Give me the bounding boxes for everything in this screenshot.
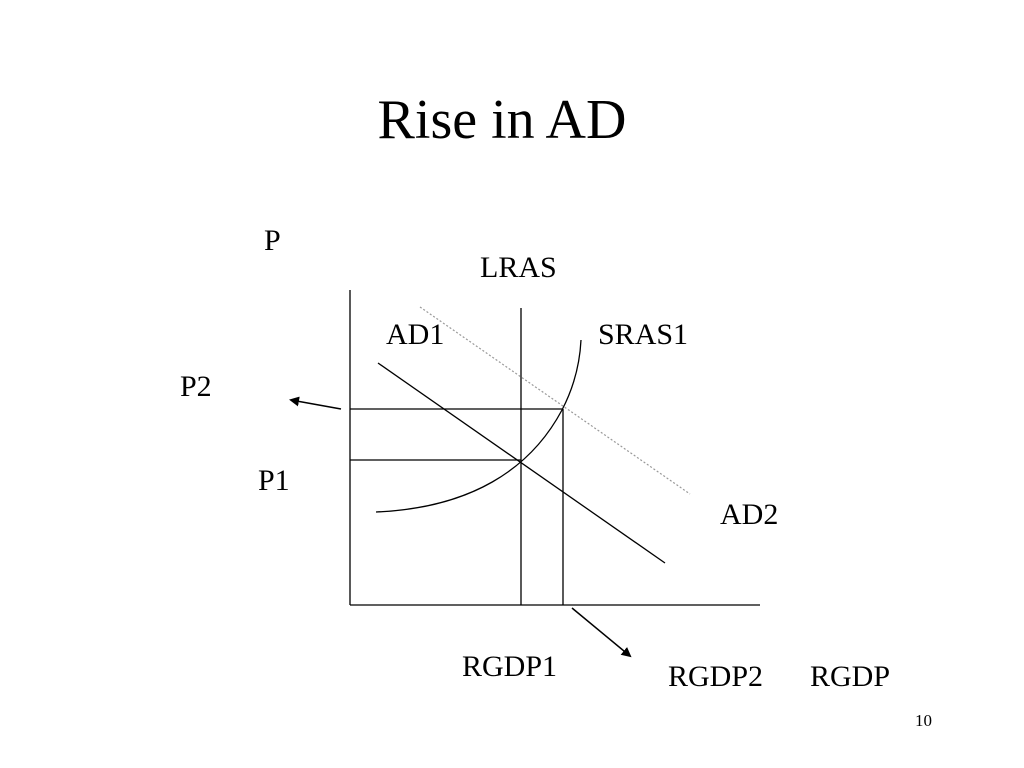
ad1-label: AD1 bbox=[386, 318, 445, 351]
page-number: 10 bbox=[915, 711, 932, 730]
rgdp1-label: RGDP1 bbox=[462, 650, 558, 683]
y-axis-label: P bbox=[264, 224, 281, 257]
rgdp2-label: RGDP2 bbox=[668, 660, 764, 693]
p2-arrow bbox=[289, 396, 342, 410]
p2-label: P2 bbox=[180, 370, 212, 403]
slide-title: Rise in AD bbox=[377, 89, 627, 151]
ad1-line bbox=[377, 362, 666, 564]
rgdp2-arrow bbox=[571, 607, 632, 658]
sras1-curve bbox=[375, 339, 582, 513]
p1-label: P1 bbox=[258, 464, 290, 497]
x-axis-label: RGDP bbox=[810, 660, 891, 693]
sras1-label: SRAS1 bbox=[598, 318, 689, 351]
ad2-line bbox=[419, 306, 691, 495]
lras-label: LRAS bbox=[480, 251, 557, 284]
ad2-label: AD2 bbox=[720, 498, 779, 531]
